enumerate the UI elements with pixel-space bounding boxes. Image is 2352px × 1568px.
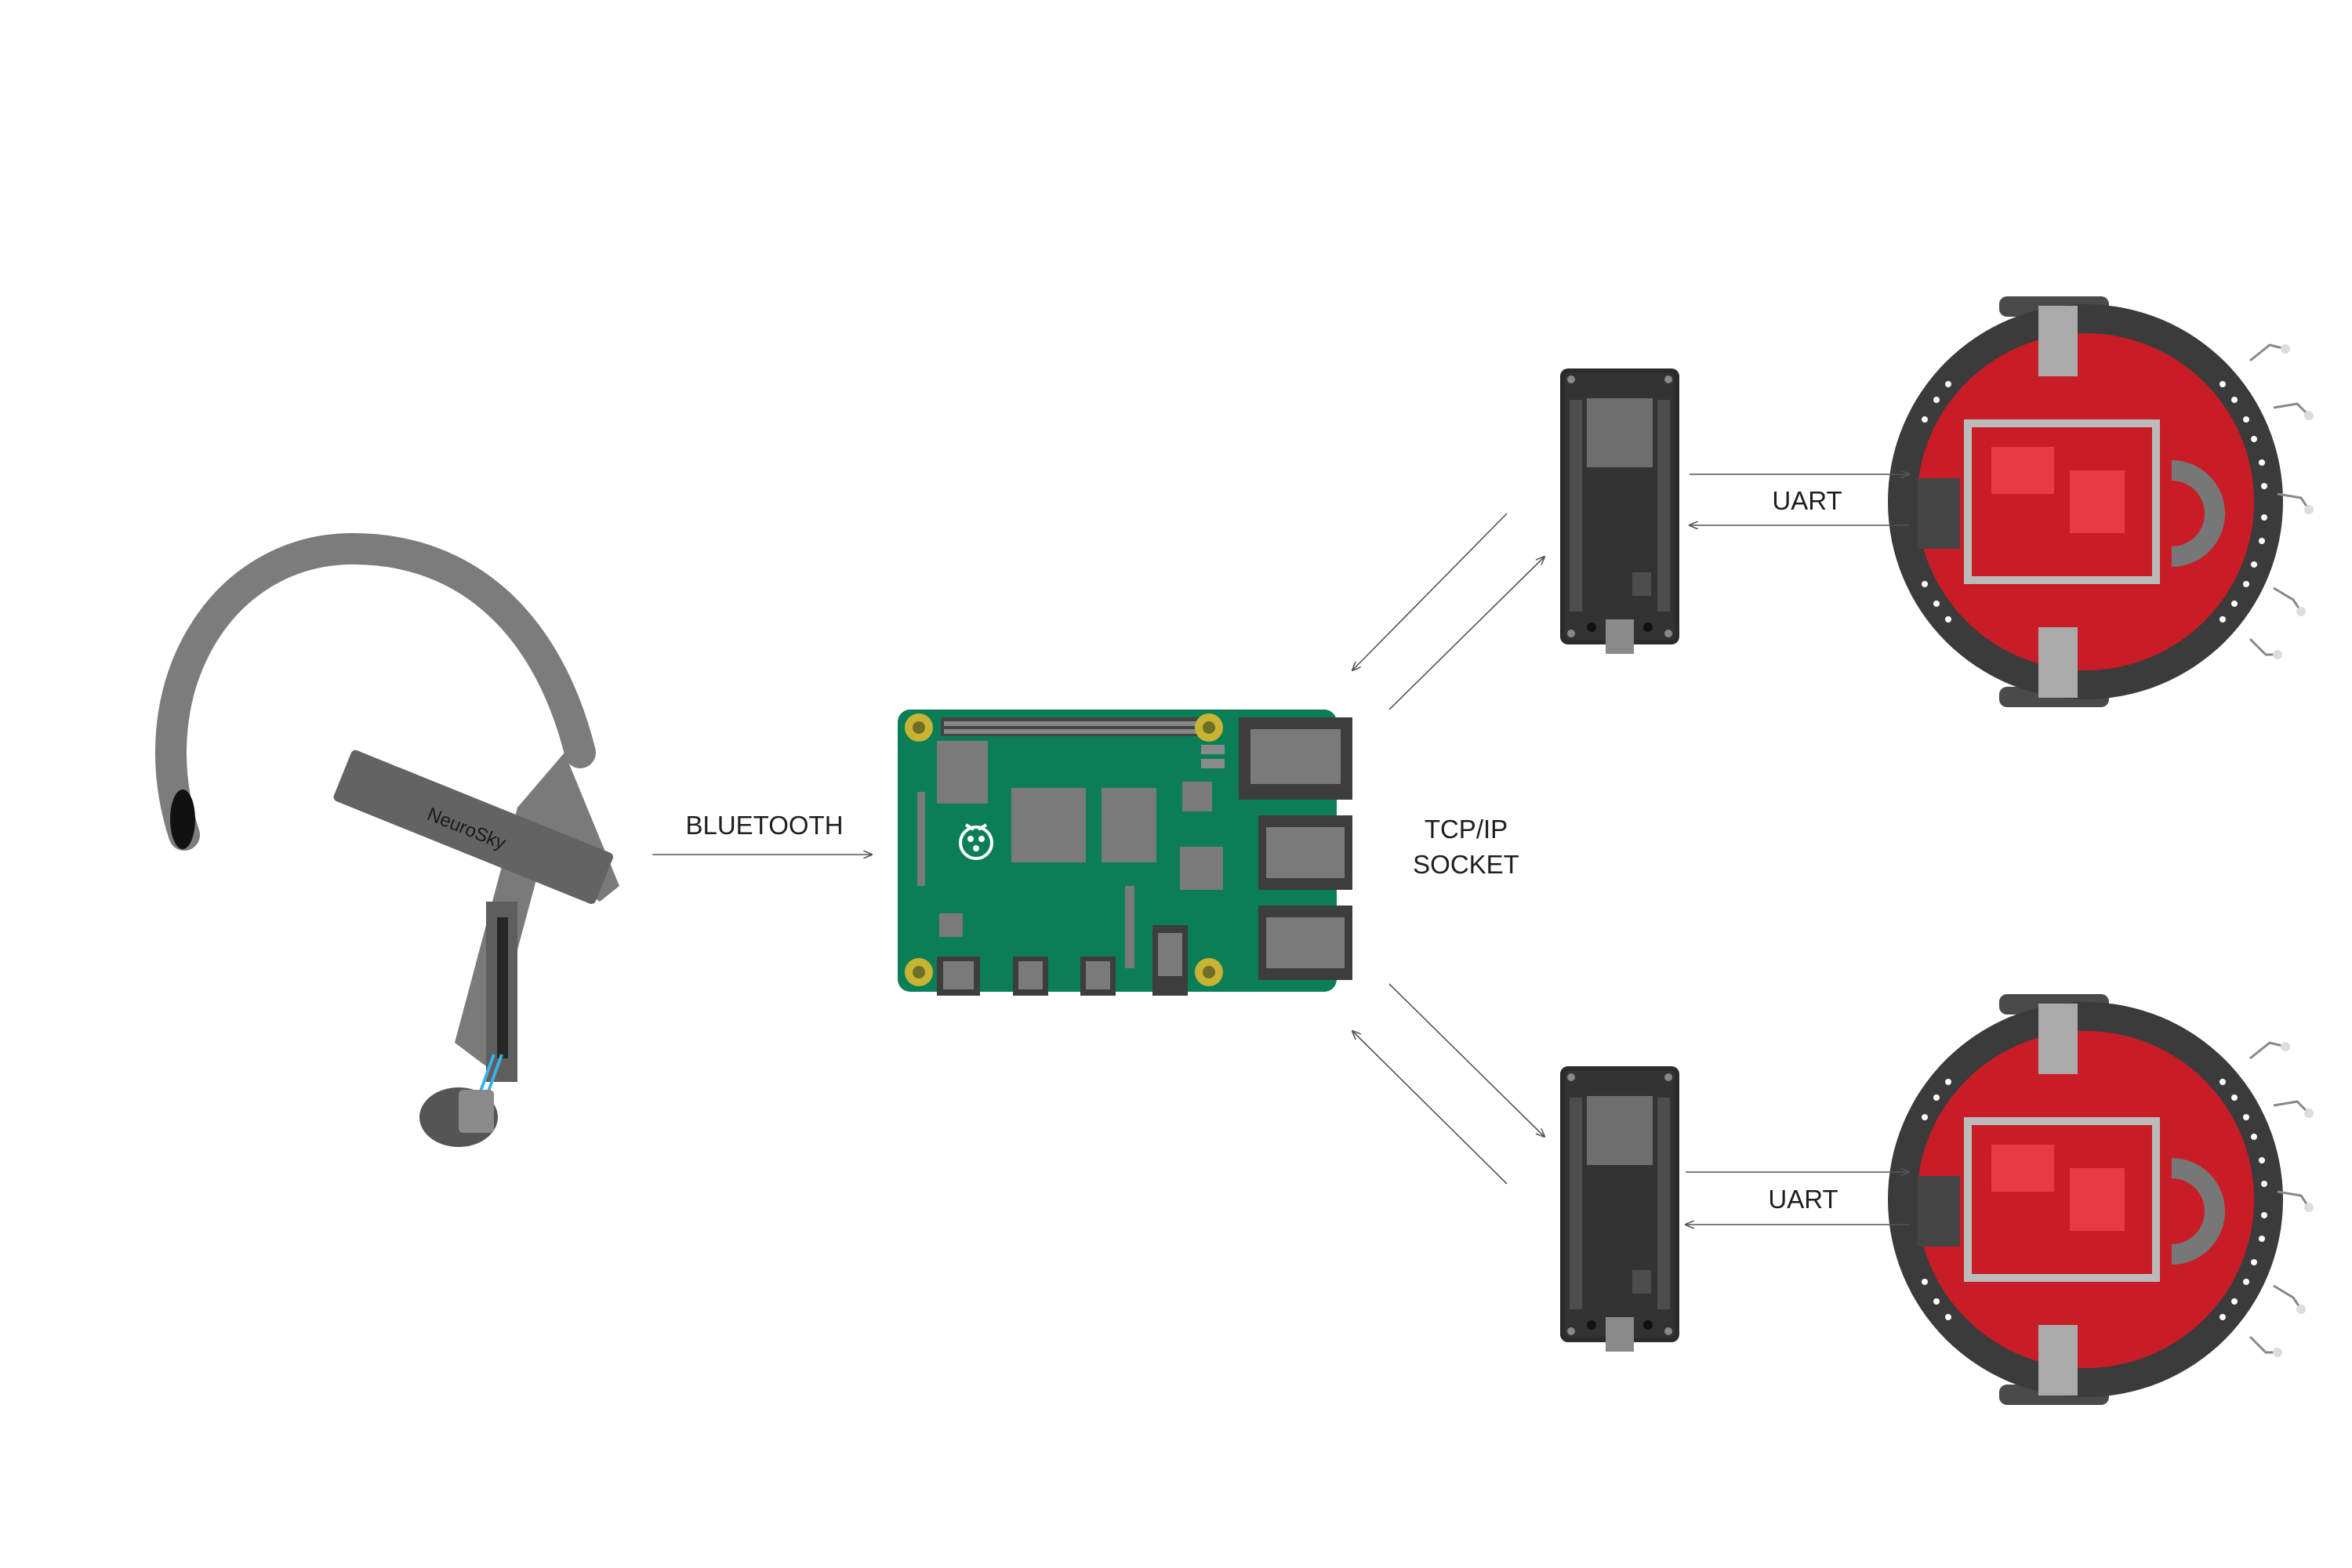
neurosky-headset: NeuroSky xyxy=(155,532,619,1147)
uart-label-top: UART xyxy=(1772,486,1842,515)
raspberry-pi-board xyxy=(898,710,1352,996)
tcp-ip-label: TCP/IP xyxy=(1424,815,1508,844)
esp32-board-bottom xyxy=(1560,1066,1679,1352)
ear-clip xyxy=(170,789,195,849)
tcp-arrow-to-pi-top xyxy=(1352,513,1508,670)
robot-top xyxy=(1888,296,2314,707)
robot-bottom xyxy=(1888,994,2314,1405)
tcp-arrow-to-mcu-top xyxy=(1388,557,1544,710)
bluetooth-label: BLUETOOTH xyxy=(685,811,844,840)
tcp-arrow-to-mcu-bottom xyxy=(1388,983,1544,1137)
raspberry-logo-icon xyxy=(959,823,993,860)
tcp-arrow-to-pi-bottom xyxy=(1352,1031,1508,1185)
headset-band xyxy=(333,750,613,904)
uart-label-bottom: UART xyxy=(1768,1185,1838,1214)
esp32-board-top xyxy=(1560,368,1679,654)
socket-label: SOCKET xyxy=(1413,850,1519,879)
eeg-sensor-icon xyxy=(419,1087,498,1147)
